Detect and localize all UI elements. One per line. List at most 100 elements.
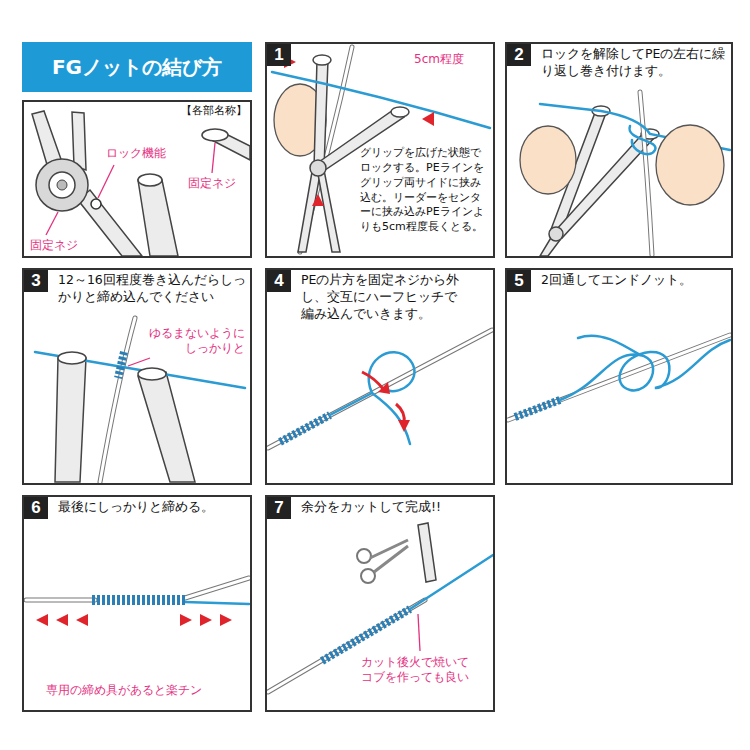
- step-number-text: 1: [274, 45, 283, 65]
- step6-drawing: [185, 578, 249, 598]
- step7-drawing: [357, 549, 371, 563]
- step-number-text: 2: [514, 45, 523, 65]
- step-number: 3: [24, 270, 48, 292]
- step6-drawing: [36, 614, 48, 626]
- title-box: FGノットの結び方: [22, 42, 252, 92]
- step-instruction: PEの片方を固定ネジから外し、交互にハーフヒッチで編み込んでいきます。: [301, 272, 469, 323]
- step7-drawing: [361, 569, 375, 583]
- step6-drawing: [220, 614, 232, 626]
- step6-drawing: [185, 578, 249, 598]
- step3-drawing: [128, 358, 150, 366]
- step-panel: PEの片方を固定ネジから外し、交互にハーフヒッチで編み込んでいきます。 4: [265, 268, 495, 485]
- step3-drawing: [138, 368, 166, 380]
- step-number: 4: [267, 270, 291, 292]
- step7-drawing: [418, 523, 436, 582]
- step4-drawing: [378, 382, 390, 394]
- pliers-drawing: [49, 172, 75, 198]
- step-number-text: 7: [274, 498, 283, 518]
- step1-drawing: [391, 107, 409, 117]
- callout-leader: [46, 212, 58, 235]
- callout-leader: [212, 143, 215, 173]
- step3-drawing: [58, 352, 86, 364]
- step3-drawing: [35, 318, 245, 482]
- step-panel: 最後にしっかりと締める。 6: [22, 495, 252, 712]
- step3-drawing: [35, 352, 245, 388]
- step-instruction: 12～16回程度巻き込んだらしっかりと締め込んでください: [58, 272, 250, 306]
- pliers-drawing: [91, 199, 101, 209]
- step7-drawing: [418, 614, 420, 651]
- step3-drawing: [118, 352, 124, 378]
- callout-label: 5cm程度: [414, 52, 464, 67]
- step4-drawing: [330, 352, 414, 415]
- step-number: 5: [507, 270, 531, 292]
- pliers-drawing: [57, 180, 67, 190]
- step5-drawing: [515, 400, 560, 417]
- callout-label: 専用の締め具があると楽チン: [46, 683, 202, 698]
- step-number-text: 3: [31, 271, 40, 291]
- step4-drawing: [268, 330, 492, 448]
- step5-drawing: [560, 340, 730, 400]
- step6-drawing: [92, 595, 186, 605]
- step3-drawing: [55, 358, 86, 482]
- step4-drawing: [372, 393, 410, 444]
- step-panel: ロックを解除してPEの左右に繰り返し巻き付けます。2: [505, 42, 733, 258]
- step1-drawing: [313, 55, 331, 65]
- step-number-text: 4: [274, 271, 283, 291]
- step-panel: グリップを広げた状態でロックする。PEラインをグリップ両サイドに挟み込む。リーダ…: [265, 42, 495, 258]
- pliers-drawing: [32, 111, 250, 256]
- step6-drawing: [200, 614, 212, 626]
- step4-drawing: [268, 330, 492, 448]
- step-instruction: 最後にしっかりと締める。: [58, 499, 248, 516]
- callout-leader: [98, 165, 114, 198]
- step6-drawing: [26, 598, 95, 603]
- step1-drawing: [272, 72, 490, 128]
- step6-drawing: [26, 578, 249, 626]
- pliers-drawing: [138, 180, 178, 256]
- pliers-drawing: [36, 159, 88, 211]
- pliers-drawing: [138, 174, 162, 186]
- step-instruction: グリップを広げた状態でロックする。PEラインをグリップ両サイドに挟み込む。リーダ…: [360, 146, 490, 235]
- step6-drawing: [180, 614, 192, 626]
- step-number: 2: [507, 44, 531, 66]
- step6-drawing: [26, 599, 95, 602]
- callout-label: ゆるまないようにしっかりと: [145, 326, 245, 356]
- step2-drawing: [630, 126, 656, 154]
- step-instruction: 余分をカットして完成!!: [301, 499, 491, 516]
- step-number-text: 5: [514, 271, 523, 291]
- callout-label: カット後火で焼いてコブを作っても良い: [356, 655, 474, 685]
- step-panel: 12～16回程度巻き込んだらしっかりと締め込んでください 3: [22, 268, 252, 485]
- step1-drawing: [310, 160, 326, 176]
- callout-label: 固定ネジ: [30, 238, 78, 253]
- step1-drawing: [298, 172, 320, 252]
- step1-drawing: [272, 47, 490, 252]
- step7-drawing: [268, 523, 493, 692]
- step-number: 1: [267, 44, 291, 66]
- step4-drawing: [362, 372, 384, 390]
- step1-drawing: [422, 112, 434, 126]
- step3-drawing: [138, 372, 195, 482]
- step2-drawing: [640, 92, 652, 255]
- callout-label: ロック機能: [106, 146, 166, 161]
- step2-drawing: [640, 92, 652, 255]
- step1-drawing: [318, 170, 340, 252]
- step6-drawing: [56, 614, 68, 626]
- pliers-drawing: [202, 129, 228, 141]
- step-panel: 2回通してエンドノット。5: [505, 268, 733, 485]
- step7-drawing: [410, 555, 493, 609]
- step5-drawing: [508, 335, 730, 420]
- step7-drawing: [322, 609, 410, 661]
- step2-drawing: [520, 92, 730, 256]
- step-number-text: 6: [31, 498, 40, 518]
- step3-drawing: [100, 318, 135, 482]
- step4-drawing: [398, 420, 410, 432]
- step4-drawing: [280, 415, 330, 442]
- step7-drawing: [370, 540, 408, 572]
- title-text: FGノットの結び方: [52, 54, 222, 81]
- step2-drawing: [656, 125, 724, 205]
- step-number: 7: [267, 497, 291, 519]
- panel-heading: 【各部名称】: [137, 104, 247, 119]
- callout-label: 固定ネジ: [188, 176, 236, 191]
- step5-drawing: [508, 335, 730, 420]
